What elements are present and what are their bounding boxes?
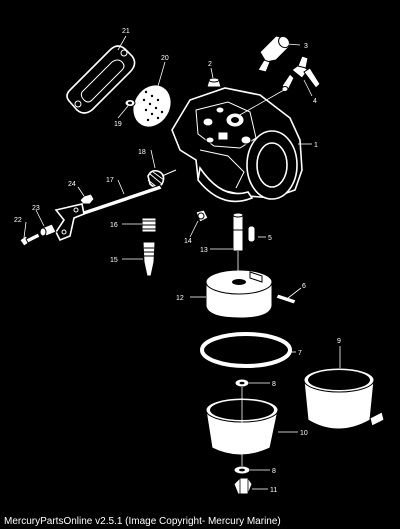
callout-8-lower: 8 [272,468,276,475]
part-7-bowl-gasket[interactable] [200,332,292,368]
part-20-diaphragm[interactable] [125,78,178,134]
callout-12: 12 [176,295,184,302]
part-11-bowl-nut[interactable] [233,477,253,495]
callout-18: 18 [138,149,146,156]
part-21-gasket[interactable] [66,45,136,114]
part-13-nozzle[interactable] [232,212,244,252]
part-12-float[interactable] [205,269,273,319]
leader-lines [23,35,341,490]
part-14-jet[interactable] [195,209,209,223]
part-15-needle-screw[interactable] [142,241,156,277]
callout-9: 9 [337,338,341,345]
part-3-fitting[interactable] [257,34,292,73]
callout-11: 11 [270,487,277,494]
callout-8-upper: 8 [272,381,276,388]
callout-24: 24 [68,181,76,188]
callout-15: 15 [110,257,118,264]
callout-21: 21 [122,28,130,35]
part-22-screw[interactable] [19,232,41,247]
callout-19: 19 [114,121,122,128]
part-8-washer-lower[interactable] [233,465,251,475]
callout-2: 2 [208,61,212,68]
part-19-nut[interactable] [124,99,136,107]
copyright-caption: MercuryPartsOnline v2.5.1 (Image Copyrig… [4,516,281,527]
callout-5: 5 [268,235,272,242]
part-6-hinge-pin[interactable] [275,293,297,305]
callout-13: 13 [200,247,208,254]
callout-14: 14 [184,238,192,245]
callout-3: 3 [304,43,308,50]
callout-22: 22 [14,217,22,224]
part-5-pin[interactable] [247,225,256,243]
exploded-parts-diagram: 21 20 19 2 3 4 1 18 17 24 23 22 16 15 14… [14,28,385,495]
callout-20: 20 [161,55,169,62]
part-16-spring[interactable] [141,217,157,233]
part-4-elbow-fitting[interactable] [281,55,321,92]
callout-23: 23 [32,205,40,212]
part-9-float-bowl-alt[interactable] [303,367,385,430]
part-1-carburetor-body[interactable] [171,87,303,203]
callout-16: 16 [110,222,118,229]
part-23-lever[interactable] [54,203,85,242]
callout-17: 17 [106,177,114,184]
part-2-cap[interactable] [206,77,222,88]
callout-10: 10 [300,430,308,437]
callout-6: 6 [302,283,306,290]
callout-1: 1 [314,142,318,149]
part-23-spacer[interactable] [39,223,57,237]
part-number-labels: 21 20 19 2 3 4 1 18 17 24 23 22 16 15 14… [14,28,341,494]
part-8-washer-upper[interactable] [234,378,250,388]
part-24-nut[interactable] [79,193,95,205]
callout-7: 7 [298,350,302,357]
callout-4: 4 [313,98,317,105]
part-18-spring[interactable] [147,169,177,189]
